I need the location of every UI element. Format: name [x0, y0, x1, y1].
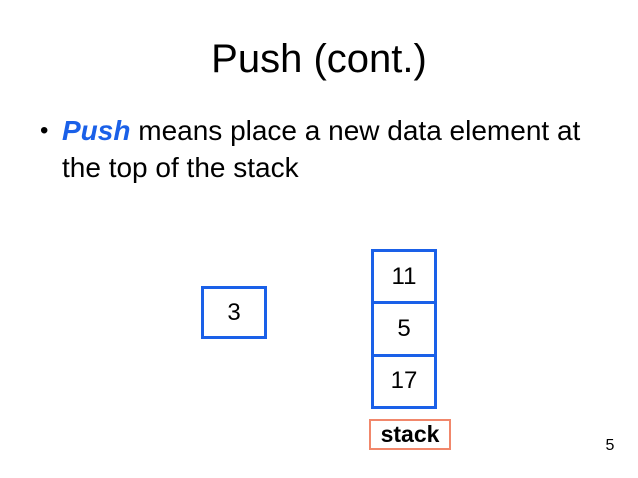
slide-title: Push (cont.) [211, 37, 427, 81]
bullet-line1: means place a new data element at [130, 115, 581, 146]
bullet-item: • Push means place a new data element at… [40, 112, 610, 186]
stack-cell-bottom: 17 [374, 353, 434, 406]
new-element-value: 3 [227, 298, 241, 326]
keyword-push: Push [62, 115, 131, 146]
new-element-box: 3 [201, 286, 267, 339]
stack-cell-middle: 5 [374, 301, 434, 353]
page-number: 5 [605, 437, 615, 454]
stack-label: stack [369, 419, 451, 450]
bullet-line2: the top of the stack [62, 152, 299, 183]
bullet-marker: • [40, 117, 49, 144]
bullet-text: Push means place a new data element at th… [62, 112, 580, 186]
stack-cell-top: 11 [391, 262, 417, 290]
stack-box: 11 5 17 [371, 249, 437, 409]
